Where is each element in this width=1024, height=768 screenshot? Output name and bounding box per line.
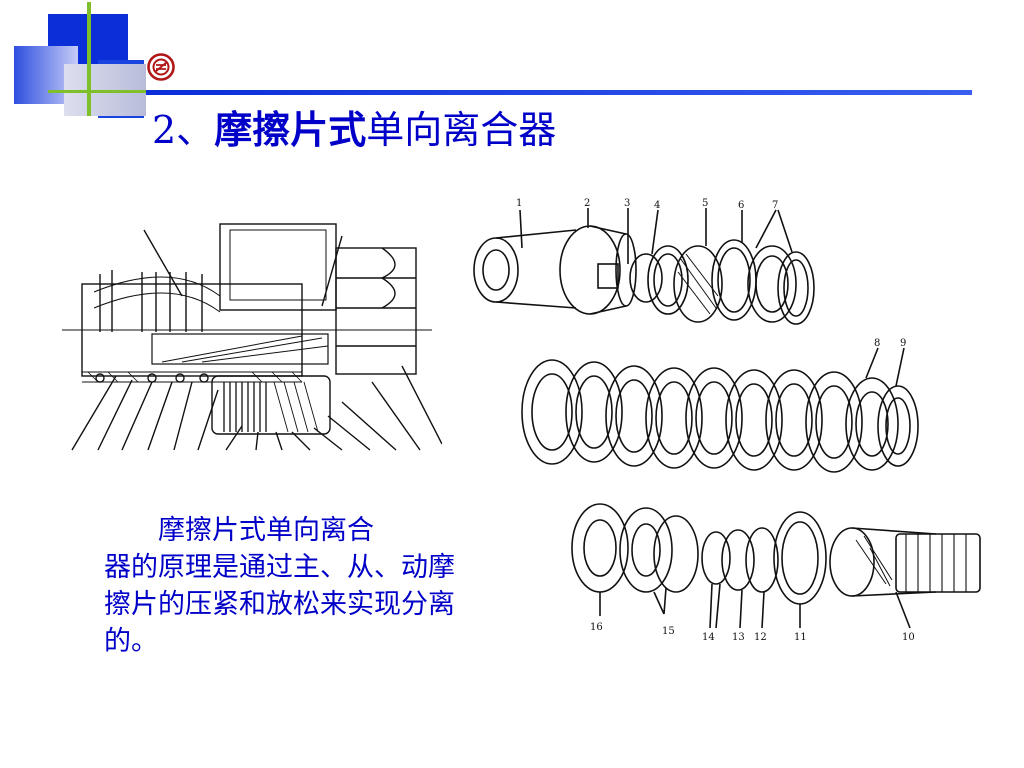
title-rest: 单向离合器 — [366, 108, 557, 152]
header-divider-line — [146, 90, 972, 95]
description-line-1: 摩擦片式单向离合 — [158, 515, 374, 546]
part-label: 6 — [738, 200, 744, 211]
part-label: 1 — [516, 198, 522, 209]
part-label: 12 — [754, 632, 767, 643]
title-bold-part: 摩擦片式 — [214, 107, 367, 152]
part-label: 9 — [900, 338, 906, 349]
clutch-cross-section-diagram — [62, 223, 442, 451]
part-label: 11 — [794, 632, 807, 643]
part-label: 15 — [662, 626, 675, 637]
part-label: 14 — [702, 632, 715, 643]
part-label: 5 — [702, 198, 708, 209]
part-label: 3 — [624, 198, 630, 209]
part-label: 10 — [902, 632, 915, 643]
clutch-exploded-view-diagram: 1 2 3 4 5 6 7 8 9 16 15 14 13 12 11 10 — [473, 198, 981, 643]
part-label: 2 — [584, 198, 590, 209]
part-label: 16 — [590, 622, 603, 633]
part-label: 13 — [732, 632, 745, 643]
part-label: 7 — [772, 200, 778, 211]
logo-icon — [147, 53, 175, 81]
header-line-green — [48, 90, 148, 93]
description-text: 摩擦片式单向离合器的原理是通过主、从、动摩擦片的压紧和放松来实现分离的。 — [104, 512, 466, 660]
description-rest: 器的原理是通过主、从、动摩擦片的压紧和放松来实现分离的。 — [104, 552, 455, 657]
header-line-vertical — [87, 2, 91, 116]
page-title: 2、摩擦片式单向离合器 — [152, 104, 556, 156]
part-label: 8 — [874, 338, 880, 349]
part-label: 4 — [654, 200, 660, 211]
title-number: 2、 — [152, 108, 215, 152]
